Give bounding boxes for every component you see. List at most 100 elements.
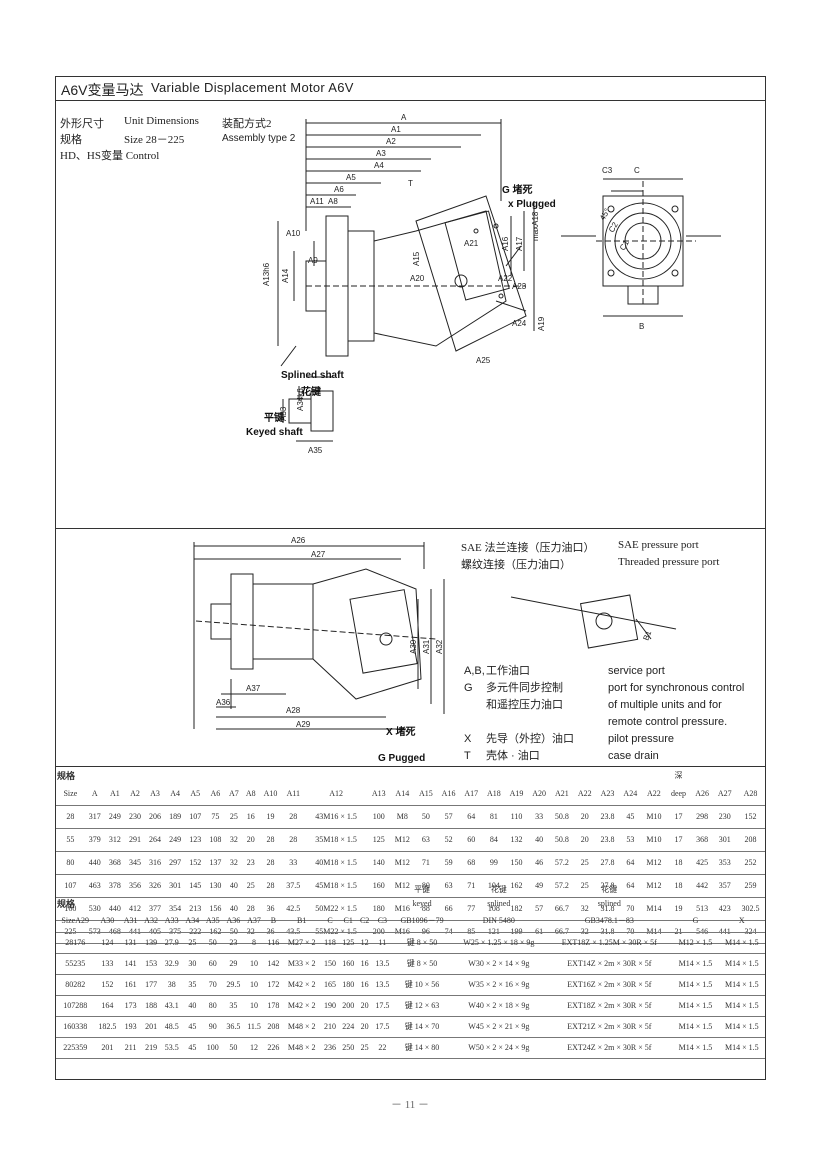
table1-cell: 60 [459, 828, 483, 852]
table2-cell: 键 14 × 80 [392, 1037, 452, 1059]
table2-cell: 27.9 [161, 932, 183, 954]
table2-cell: M48 × 2 [282, 1016, 321, 1038]
table1-cell: 33 [281, 851, 305, 875]
title-bar: A6V变量马达 Variable Displacement Motor A6V [56, 77, 765, 101]
motor-top-view-drawing: A26 A27 A28 A29 A30 A31 A32 A36 A37 B1 X… [193, 536, 677, 764]
dim-A28: A28 [286, 706, 301, 715]
table2-cell: 210 [320, 1016, 340, 1038]
table1-cell: 162 [505, 874, 528, 898]
table1-cell: 64 [619, 874, 642, 898]
table2-cell: 153 [140, 953, 162, 975]
splined-shaft-en: Splined shaft [281, 370, 344, 381]
table1-cell: 40 [225, 874, 243, 898]
table2-cell: 13.5 [372, 953, 393, 975]
table1-header-cell: A7 [225, 783, 243, 806]
table1-cell: 28 [281, 805, 305, 829]
table2-cell: EXT14Z × 2m × 30R × 5f [546, 953, 673, 975]
table1-cell: 80 [414, 874, 438, 898]
table2-cell: 208 [264, 1016, 283, 1038]
dim-A17: A17 [515, 236, 524, 251]
table1-cell: 208 [736, 828, 765, 852]
table1-header-cell: A22 [641, 783, 667, 806]
splined-en-2: splined [597, 898, 621, 908]
table1-header-cell: A3 [145, 783, 166, 806]
table2-cell: M14 × 1.5 [718, 1037, 765, 1059]
table2-cell: 键 14 × 70 [392, 1016, 452, 1038]
dims-en: Unit Dimensions [124, 115, 199, 127]
dim-B: B [639, 322, 644, 331]
table1-cell: 132 [505, 828, 528, 852]
dim-A9: A9 [308, 256, 318, 265]
table2-cell: 219 [140, 1037, 162, 1059]
table2-cell: 36.5 [223, 1016, 244, 1038]
table2-cell: 13.5 [372, 974, 393, 996]
table1-cell: 37.5 [281, 874, 305, 898]
page-frame: A6V变量马达 Variable Displacement Motor A6V … [55, 76, 766, 1080]
table1-header-cell: deep [666, 783, 691, 806]
table1-cell: 301 [165, 874, 186, 898]
control-label: HD、HS变量 Control [60, 150, 160, 162]
table1-cell: 28 [259, 828, 282, 852]
table2-cell: 11.5 [243, 1016, 265, 1038]
table1-title: 规格 [57, 770, 76, 781]
keyed-shaft-cn: 平键 [264, 411, 285, 424]
table1-cell: M12 [641, 874, 667, 898]
table2-cell: 165 [320, 974, 340, 996]
table1-cell: 50 [414, 805, 438, 829]
table1-cell: 264 [145, 828, 166, 852]
table2-cell: EXT16Z × 2m × 30R × 5f [546, 974, 673, 996]
table1-cell: M10 [641, 805, 667, 829]
table1-cell: M10 [641, 828, 667, 852]
table2-cell: 17.5 [372, 995, 393, 1017]
table2-header-cell: C1 [339, 910, 358, 933]
dim-A26: A26 [291, 536, 306, 545]
table1-header-cell: A23 [596, 783, 619, 806]
table1-cell: 152 [185, 851, 206, 875]
table2-cell: M14 × 1.5 [718, 953, 765, 975]
table2-header-cell: C3 [372, 910, 393, 933]
table2-cell: W25 × 1.25 × 18 × 9g [451, 932, 547, 954]
table2-cell: W40 × 2 × 18 × 9g [451, 995, 547, 1017]
dimension-drawing-section: 外形尺寸 Unit Dimensions 规格 Size 28－225 HD、H… [56, 101, 765, 529]
table1-cell: 152 [736, 805, 765, 829]
table1-cell: 357 [713, 874, 737, 898]
port-drawing-section: A26 A27 A28 A29 A30 A31 A32 A36 A37 B1 X… [56, 529, 765, 767]
table2-cell: 236 [320, 1037, 340, 1059]
keyed-cn: 平键 [414, 884, 431, 894]
sae-cn: SAE 法兰连接（压力油口） [461, 542, 595, 554]
table1-cell: 43M16 × 1.5 [304, 805, 368, 829]
table2-cell: W30 × 2 × 14 × 9g [451, 953, 547, 975]
table1-cell: 64 [459, 805, 483, 829]
table2-cell: 25 [182, 932, 203, 954]
table1-cell: 160 [367, 874, 391, 898]
dim-A14: A14 [281, 268, 290, 283]
dim-A8: A8 [328, 197, 338, 206]
dim-A36: A36 [216, 698, 231, 707]
table2-header-cell: B1 [282, 910, 321, 933]
table1-cell: 27.8 [596, 851, 619, 875]
dim-A19: A19 [537, 316, 546, 331]
table2-cell: M14 × 1.5 [718, 932, 765, 954]
table1-cell: 40 [527, 828, 551, 852]
table1-cell: 45M18 × 1.5 [304, 874, 368, 898]
table1-cell: 75 [205, 805, 226, 829]
table1-cell: 425 [690, 851, 714, 875]
splined-cn-2: 花键 [601, 884, 618, 894]
table1-cell: 19 [259, 805, 282, 829]
table2-cell: M14 × 1.5 [672, 974, 719, 996]
table2-cell: 160338 [56, 1016, 95, 1038]
table1-cell: 104 [482, 874, 506, 898]
table2-cell: 40 [182, 995, 203, 1017]
table2-cell: 12 [243, 1037, 265, 1059]
port-T: T [408, 179, 413, 188]
table2-cell: W50 × 2 × 24 × 9g [451, 1037, 547, 1059]
table1-cell: 32 [225, 828, 243, 852]
table2-cell: M14 × 1.5 [718, 995, 765, 1017]
table2-cell: 201 [94, 1037, 121, 1059]
table1-cell: 63 [437, 874, 460, 898]
table1-header-cell: A16 [437, 783, 460, 806]
